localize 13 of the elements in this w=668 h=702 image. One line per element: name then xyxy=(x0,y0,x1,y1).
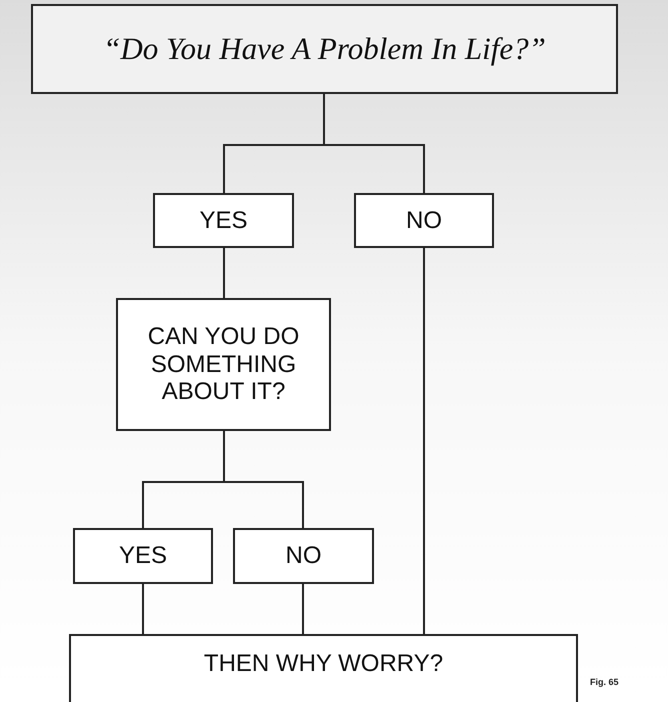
connector-line xyxy=(142,584,144,634)
figure-number: Fig. 65 xyxy=(590,676,619,689)
flowchart-box: NO xyxy=(354,193,494,248)
connector-line xyxy=(423,248,425,634)
connector-line xyxy=(323,94,425,193)
connector-line xyxy=(302,584,304,634)
flowchart-box: YES xyxy=(153,193,294,248)
flowchart-box: THEN WHY WORRY? xyxy=(69,634,578,702)
flowchart-box: CAN YOU DO SOMETHING ABOUT IT? xyxy=(116,298,331,431)
flowchart-box: “Do You Have A Problem In Life?” xyxy=(31,4,618,94)
connector-line xyxy=(223,248,225,298)
flowchart-box: NO xyxy=(233,528,374,584)
flowchart-box: YES xyxy=(73,528,213,584)
